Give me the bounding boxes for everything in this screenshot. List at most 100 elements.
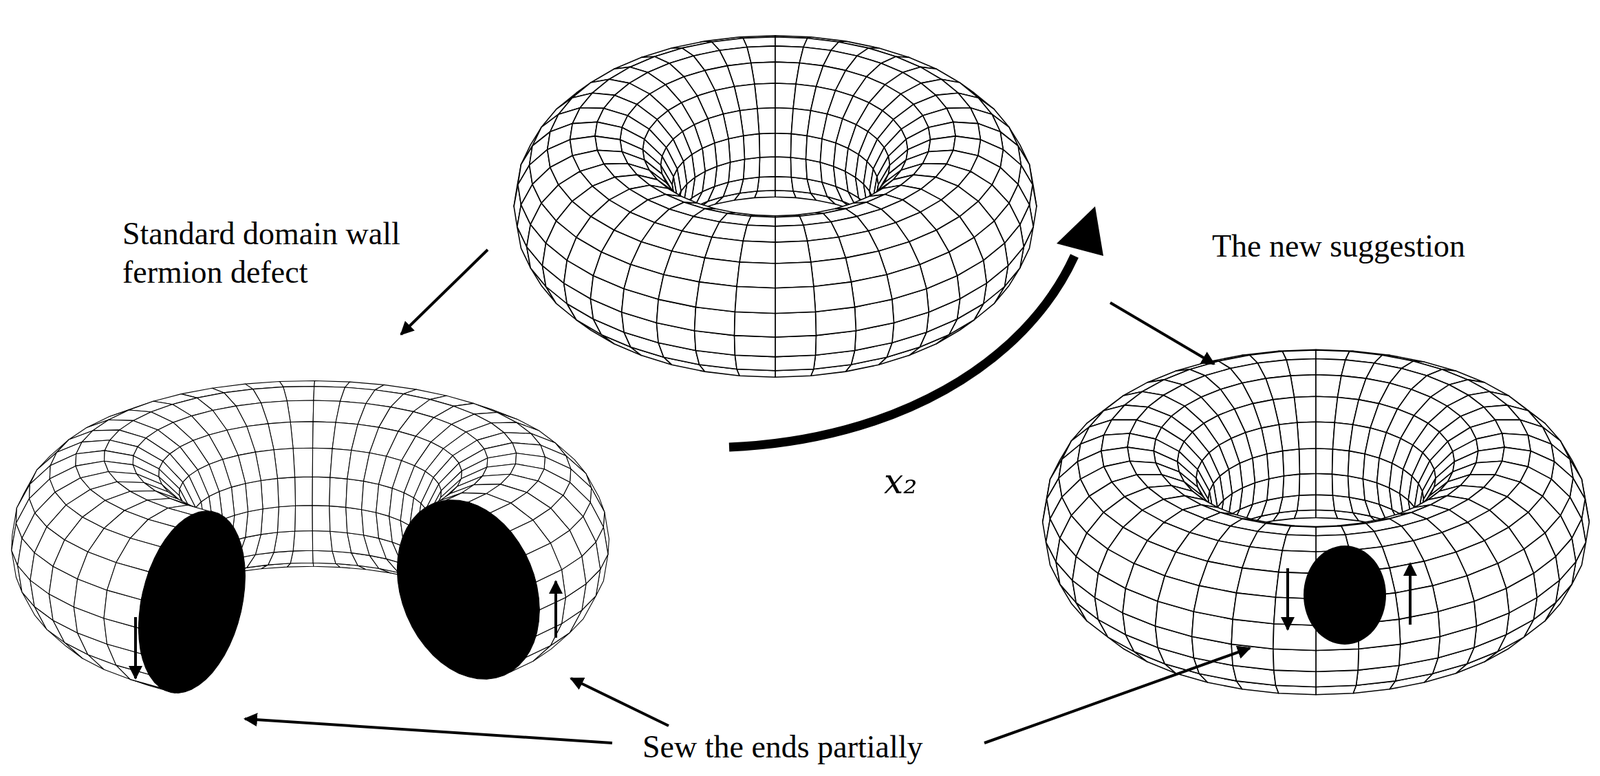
mesh-facet xyxy=(1476,447,1505,463)
mesh-facet xyxy=(1282,350,1316,360)
mesh-facet xyxy=(312,476,331,506)
mesh-facet xyxy=(346,478,364,510)
mesh-facet xyxy=(1315,396,1338,423)
mesh-facet xyxy=(1348,476,1366,501)
mesh-facet xyxy=(1294,396,1317,423)
mesh-facet xyxy=(1282,534,1316,552)
mesh-facet xyxy=(312,447,333,478)
mesh-facet xyxy=(759,133,776,158)
mesh-facet xyxy=(695,282,737,312)
mesh-facet xyxy=(806,135,823,163)
mesh-facet xyxy=(245,480,263,512)
mesh-facet xyxy=(728,159,745,183)
mesh-facet xyxy=(1315,421,1335,450)
mesh-facet xyxy=(806,159,823,183)
mesh-facet xyxy=(1193,585,1237,620)
mesh-facet xyxy=(1267,450,1285,479)
mesh-facet xyxy=(735,286,776,314)
mesh-facet xyxy=(260,506,279,535)
mesh-facet xyxy=(623,264,664,300)
mesh-facet xyxy=(286,400,314,423)
cut-end-disk xyxy=(396,500,540,680)
mesh-facet xyxy=(742,37,776,48)
mesh-facet xyxy=(1315,473,1334,496)
mesh-facet xyxy=(279,381,315,388)
mesh-facet xyxy=(312,421,337,449)
defect-disk xyxy=(1303,545,1387,645)
mesh-facet xyxy=(1395,585,1439,620)
mesh-facet xyxy=(1332,449,1350,477)
mesh-facet xyxy=(775,107,794,135)
mesh-facet xyxy=(775,176,794,192)
mesh-facet xyxy=(1232,592,1276,624)
mesh-facet xyxy=(295,505,313,532)
mesh-facet xyxy=(1273,669,1316,687)
mesh-facet xyxy=(313,386,346,402)
mesh-facet xyxy=(290,421,313,449)
mesh-facet xyxy=(1286,359,1316,377)
axis-label: x₂ xyxy=(883,462,917,501)
mesh-facet xyxy=(329,505,348,533)
leader-arrow xyxy=(1110,302,1215,364)
mesh-facet xyxy=(1290,374,1316,398)
mesh-facet xyxy=(743,157,761,179)
mesh-facet xyxy=(775,262,814,289)
annotation-text: Standard domain wall fermion defect xyxy=(122,214,481,292)
broken-torus-mesh xyxy=(11,381,610,694)
direction-arrow xyxy=(134,617,137,679)
curve-arrowhead xyxy=(1056,206,1104,256)
mesh-facet xyxy=(775,83,796,109)
mesh-facet xyxy=(277,477,296,507)
torus-mesh xyxy=(1042,349,1590,695)
mesh-facet xyxy=(754,83,776,109)
mesh-facet xyxy=(743,133,761,159)
mesh-facet xyxy=(277,505,296,533)
mesh-facet xyxy=(1282,449,1301,477)
mesh-facet xyxy=(850,274,893,307)
mesh-facet xyxy=(757,176,776,192)
mesh-facet xyxy=(728,135,745,163)
mesh-facet xyxy=(775,61,800,84)
mesh-facet xyxy=(1236,568,1279,598)
direction-arrow xyxy=(554,581,558,638)
mesh-facet xyxy=(1267,476,1285,501)
mesh-facet xyxy=(734,311,776,338)
mesh-facet xyxy=(1315,448,1334,474)
mesh-facet xyxy=(329,477,348,508)
mesh-facet xyxy=(1432,575,1475,612)
annotation-text: Sew the ends partially xyxy=(642,727,924,767)
mesh-facet xyxy=(775,286,816,314)
mesh-facet xyxy=(1332,473,1350,498)
mesh-facet xyxy=(293,531,313,551)
mesh-facet xyxy=(735,354,776,371)
mesh-facet xyxy=(658,274,700,307)
mesh-facet xyxy=(312,505,331,532)
mesh-facet xyxy=(283,386,315,402)
mesh-facet xyxy=(1299,473,1317,496)
mesh-facet xyxy=(775,224,808,243)
mesh-facet xyxy=(1315,374,1342,398)
mesh-facet xyxy=(1315,648,1359,672)
mesh-facet xyxy=(293,447,313,477)
mesh-facet xyxy=(346,506,364,535)
mesh-facet xyxy=(736,262,776,289)
mesh-facet xyxy=(775,215,804,227)
mesh-facet xyxy=(1315,359,1346,377)
mesh-facet xyxy=(260,478,279,509)
mesh-facet xyxy=(775,240,812,264)
mesh-facet xyxy=(1157,575,1199,612)
leader-arrow xyxy=(401,249,488,335)
leader-arrow xyxy=(244,718,613,743)
mesh-facet xyxy=(813,282,856,312)
direction-arrow xyxy=(1408,563,1412,625)
mesh-facet xyxy=(1315,494,1335,511)
mesh-facet xyxy=(739,240,776,264)
mesh-facet xyxy=(886,264,927,300)
mesh-facet xyxy=(290,550,313,564)
mesh-facet xyxy=(775,354,816,371)
annotation-text: The new suggestion xyxy=(1212,226,1466,266)
mesh-facet xyxy=(759,156,776,178)
mesh-facet xyxy=(747,46,776,64)
mesh-facet xyxy=(1282,473,1301,498)
